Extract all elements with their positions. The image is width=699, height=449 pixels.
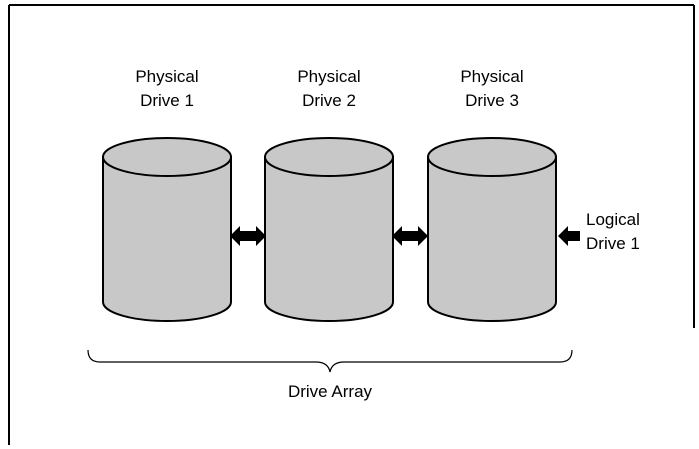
drive-2-label-line2: Drive 2 [302, 91, 356, 110]
drive-1-label-line2: Drive 1 [140, 91, 194, 110]
drive-1-label-line1: Physical [135, 67, 198, 86]
drive-3-body [427, 156, 557, 322]
left-arrow-icon [558, 226, 580, 246]
physical-drive-2 [264, 137, 394, 322]
physical-drive-3 [427, 137, 557, 322]
array-brace [87, 349, 573, 373]
drive-2-label-line1: Physical [297, 67, 360, 86]
double-arrow-icon [392, 226, 428, 246]
drive-1-body [102, 156, 232, 322]
logical-drive-label-line1: Logical [586, 210, 640, 229]
logical-drive-label-line2: Drive 1 [586, 234, 640, 253]
double-arrow-icon [230, 226, 266, 246]
diagram-frame [8, 4, 695, 445]
physical-drive-1 [102, 137, 232, 322]
drive-array-label: Drive Array [288, 382, 373, 401]
drive-1-top [102, 137, 232, 177]
drive-2-top [264, 137, 394, 177]
drive-2-body [264, 156, 394, 322]
drive-3-top [427, 137, 557, 177]
drive-3-label-line1: Physical [460, 67, 523, 86]
drive-3-label-line2: Drive 3 [465, 91, 519, 110]
